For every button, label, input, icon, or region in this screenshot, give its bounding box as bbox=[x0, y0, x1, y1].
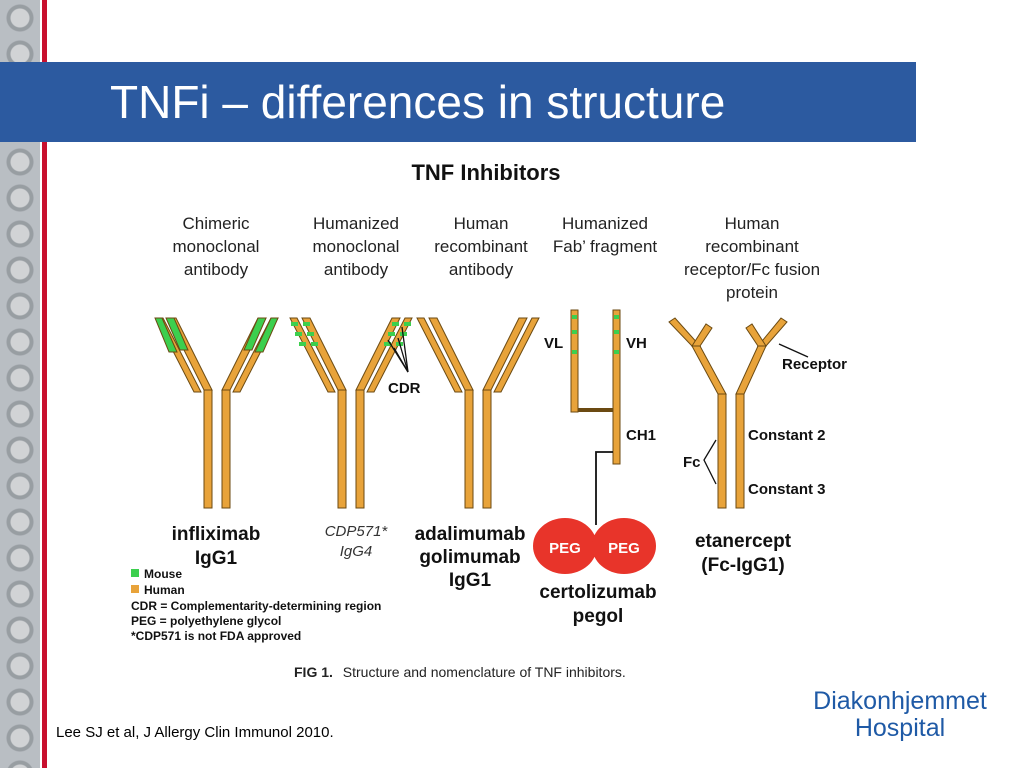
constant2-label: Constant 2 bbox=[748, 427, 826, 444]
legend-human-label: Human bbox=[144, 583, 185, 597]
cdr-pointer bbox=[387, 326, 409, 373]
certolizumab-structure bbox=[533, 309, 656, 574]
figure-caption-bold: FIG 1. bbox=[294, 664, 333, 680]
etanercept-isotype: (Fc-IgG1) bbox=[701, 555, 784, 576]
col3-type-line3: antibody bbox=[449, 260, 514, 279]
col5-type-line1: Human bbox=[725, 214, 780, 233]
constant3-label: Constant 3 bbox=[748, 481, 826, 498]
legend-note-peg: PEG = polyethylene glycol bbox=[131, 614, 281, 628]
ch1-label: CH1 bbox=[626, 427, 656, 444]
legend: Mouse Human CDR = Complementarity-determ… bbox=[131, 567, 381, 643]
cdp571-structure bbox=[289, 317, 413, 509]
figure-caption-text: Structure and nomenclature of TNF inhibi… bbox=[343, 664, 626, 680]
cdp571-isotype: IgG4 bbox=[340, 543, 373, 560]
col2-type-line3: antibody bbox=[324, 260, 389, 279]
accent-line bbox=[42, 0, 47, 768]
col1-type-line3: antibody bbox=[184, 260, 249, 279]
title-bar bbox=[0, 62, 916, 142]
figure-heading: TNF Inhibitors bbox=[411, 160, 560, 185]
citation: Lee SJ et al, J Allergy Clin Immunol 201… bbox=[56, 724, 334, 741]
legend-note-cdr: CDR = Complementarity-determining region bbox=[131, 599, 381, 613]
adalimumab-name: adalimumab bbox=[415, 524, 526, 545]
slide-title: TNFi – differences in structure bbox=[110, 76, 726, 128]
infliximab-structure bbox=[154, 317, 279, 509]
infliximab-isotype: IgG1 bbox=[195, 548, 238, 569]
col2-type-line1: Humanized bbox=[313, 214, 399, 233]
receptor-label: Receptor bbox=[782, 356, 847, 373]
etanercept-pointers bbox=[703, 343, 809, 485]
brand-line2: Hospital bbox=[854, 714, 946, 742]
legend-mouse-label: Mouse bbox=[144, 567, 182, 581]
legend-note-fda: *CDP571 is not FDA approved bbox=[131, 629, 301, 643]
peg-label-right: PEG bbox=[608, 540, 640, 557]
col4-type-line1: Humanized bbox=[562, 214, 648, 233]
col1-type-line1: Chimeric bbox=[182, 214, 250, 233]
certolizumab-name-line1: certolizumab bbox=[539, 582, 656, 603]
legend-human-swatch bbox=[131, 585, 139, 593]
col3-type-line1: Human bbox=[454, 214, 509, 233]
vh-label: VH bbox=[626, 335, 647, 352]
col4-type-line2: Fab’ fragment bbox=[553, 237, 658, 256]
adalimumab-isotype: IgG1 bbox=[449, 570, 492, 591]
hospital-logo: Diakonhjemmet Hospital bbox=[800, 688, 1000, 742]
adalimumab-structure bbox=[416, 317, 540, 509]
col5-type-line2: recombinant bbox=[705, 237, 799, 256]
vl-label: VL bbox=[544, 335, 563, 352]
brand-line1: Diakonhjemmet bbox=[813, 687, 987, 715]
certolizumab-name-line2: pegol bbox=[573, 606, 624, 627]
peg-label-left: PEG bbox=[549, 540, 581, 557]
etanercept-name: etanercept bbox=[695, 531, 792, 552]
infliximab-name: infliximab bbox=[172, 524, 261, 545]
col1-type-line2: monoclonal bbox=[173, 237, 260, 256]
col5-type-line3: receptor/Fc fusion bbox=[684, 260, 820, 279]
etanercept-structure bbox=[668, 317, 788, 509]
col2-type-line2: monoclonal bbox=[313, 237, 400, 256]
col5-type-line4: protein bbox=[726, 283, 778, 302]
golimumab-name: golimumab bbox=[419, 547, 520, 568]
fc-label: Fc bbox=[683, 454, 701, 471]
legend-mouse-swatch bbox=[131, 569, 139, 577]
cdp571-name: CDP571* bbox=[325, 523, 389, 540]
cdr-label: CDR bbox=[388, 380, 421, 397]
col3-type-line2: recombinant bbox=[434, 237, 528, 256]
figure-caption: FIG 1. Structure and nomenclature of TNF… bbox=[294, 664, 626, 680]
